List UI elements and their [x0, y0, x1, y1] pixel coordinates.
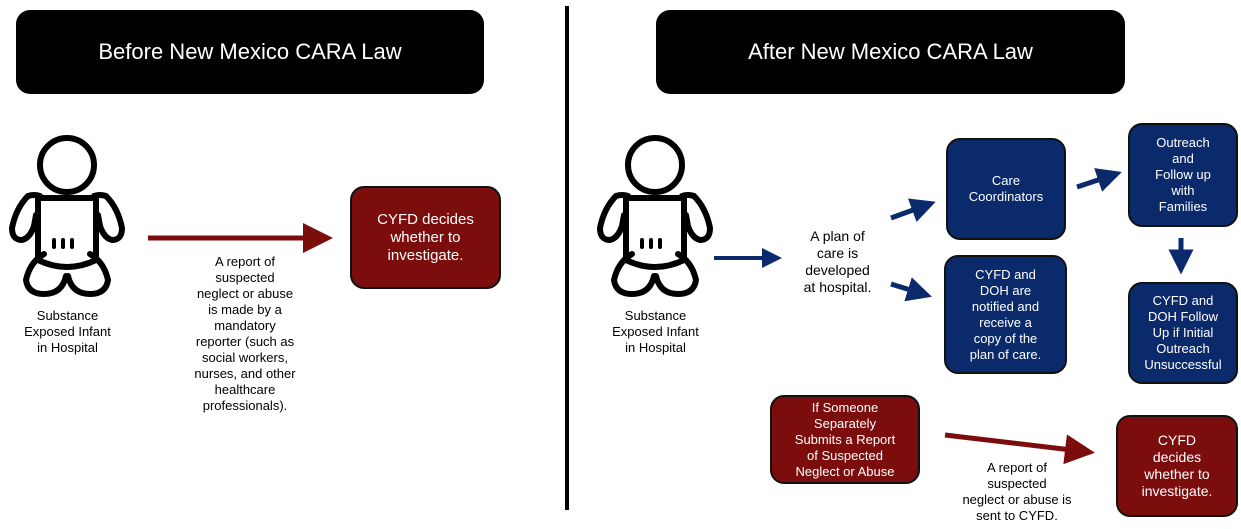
before-header-title: Before New Mexico CARA Law: [98, 39, 402, 64]
after-infant-label: Substance Exposed Infant in Hospital: [612, 308, 699, 355]
plan-to-notified-arrow: [890, 277, 932, 302]
separate-report-box: If Someone Separately Submits a Report o…: [770, 395, 920, 484]
plan-of-care-text: A plan of care is developed at hospital.: [803, 228, 872, 295]
after-header-title: After New Mexico CARA Law: [748, 39, 1033, 64]
coordinators-to-outreach-arrow: [1076, 168, 1122, 192]
care-coordinators-box: Care Coordinators: [946, 138, 1066, 240]
plan-to-coordinators-arrow: [890, 198, 936, 223]
cyfd-doh-followup-box: CYFD and DOH Follow Up if Initial Outrea…: [1128, 282, 1238, 384]
before-infant-label: Substance Exposed Infant in Hospital: [24, 308, 111, 355]
before-header: Before New Mexico CARA Law: [16, 10, 484, 94]
report-sent-text: A report of suspected neglect or abuse i…: [962, 460, 1072, 523]
separate-report-arrow: [944, 432, 1095, 465]
baby-icon: [9, 135, 125, 297]
before-cyfd-box: CYFD decides whether to investigate.: [350, 186, 501, 289]
baby-icon: [597, 135, 713, 297]
cyfd-decides-box: CYFD decides whether to investigate.: [1116, 415, 1238, 517]
outreach-box: Outreach and Follow up with Families: [1128, 123, 1238, 227]
after-header: After New Mexico CARA Law: [656, 10, 1125, 94]
cyfd-doh-notified-box: CYFD and DOH are notified and receive a …: [944, 255, 1067, 374]
before-report-text: A report of suspected neglect or abuse i…: [194, 254, 296, 413]
